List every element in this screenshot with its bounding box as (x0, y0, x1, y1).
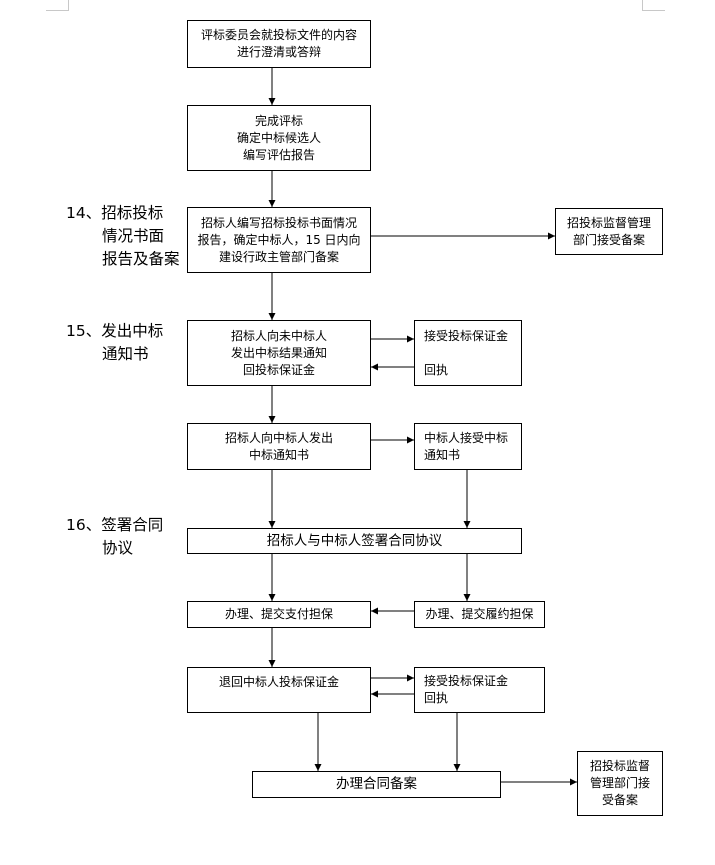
step-label-line: 协议 (102, 539, 134, 557)
step-label-line: 15、发出中标 (66, 322, 164, 340)
box-payment-guarantee: 办理、提交支付担保 (187, 601, 371, 628)
step-label-14: 14、招标投标 情况书面 报告及备案 (66, 202, 180, 271)
box-text-line: 进行澄清或答辩 (236, 45, 321, 59)
box-notify-losing-bidders: 招标人向未中标人 发出中标结果通知 回投标保证金 (187, 320, 371, 386)
step-label-line: 16、签署合同 (66, 516, 164, 534)
box-notify-winning-bidder: 招标人向中标人发出 中标通知书 (187, 423, 371, 470)
box-text-line: 发出中标结果通知 (230, 345, 327, 360)
box-text-line: 中标人接受中标 (424, 430, 509, 445)
box-performance-guarantee: 办理、提交履约担保 (414, 601, 545, 628)
box-text-line: 确定中标候选人 (236, 130, 321, 145)
box-text-line: 通知书 (424, 447, 461, 462)
step-label-15: 15、发出中标 通知书 (66, 320, 163, 366)
page-corner-mark-right (642, 0, 665, 11)
box-text-line: 办理、提交支付担保 (224, 607, 333, 621)
step-label-line: 通知书 (102, 345, 149, 363)
box-winner-accepts-notice: 中标人接受中标 通知书 (414, 423, 522, 470)
box-text-line: 招投标监督管理 (566, 215, 651, 230)
box-text-line: 回执 (424, 691, 449, 705)
box-refund-winner-deposit: 退回中标人投标保证金 (187, 667, 371, 713)
box-text-line: 回执 (424, 362, 449, 377)
box-text-line: 招标人向中标人发出 (224, 430, 333, 445)
box-text-line: 接受投标保证金 (424, 674, 509, 688)
box-text-line: 受备案 (601, 793, 638, 807)
box-text-line: 招标人与中标人签署合同协议 (266, 532, 443, 549)
box-text-line: 中标通知书 (248, 447, 309, 462)
box-sign-contract: 招标人与中标人签署合同协议 (187, 528, 522, 554)
box-text-line: 招投标监督 (589, 759, 650, 773)
box-accept-deposit-receipt-1: 接受投标保证金 回执 (414, 320, 522, 386)
box-text-line: 回投标保证金 (242, 362, 315, 377)
box-text-line: 部门接受备案 (572, 232, 645, 247)
box-text-line: 评标委员会就投标文件的内容 (200, 28, 357, 42)
box-text-line: 报告，确定中标人，15 日内向 (197, 232, 361, 247)
box-text-line: 办理合同备案 (336, 776, 417, 792)
box-complete-evaluation: 完成评标 确定中标候选人 编写评估报告 (187, 105, 371, 171)
box-supervision-filing-1: 招投标监督管理 部门接受备案 (555, 208, 663, 255)
box-bid-report: 招标人编写招标投标书面情况 报告，确定中标人，15 日内向 建设行政主管部门备案 (187, 207, 371, 273)
box-clarify-bids: 评标委员会就投标文件的内容 进行澄清或答辩 (187, 20, 371, 68)
page-corner-mark-left (46, 0, 69, 11)
step-label-line: 14、招标投标 (66, 204, 164, 222)
box-accept-deposit-receipt-2: 接受投标保证金 回执 (414, 667, 545, 713)
box-text-line: 编写评估报告 (242, 147, 315, 162)
box-text-line: 招标人向未中标人 (230, 328, 327, 343)
step-label-line: 报告及备案 (102, 250, 180, 268)
box-text-line: 退回中标人投标保证金 (218, 675, 339, 689)
step-label-line: 情况书面 (102, 227, 165, 245)
box-text-line: 办理、提交履约担保 (425, 607, 534, 621)
box-contract-filing: 办理合同备案 (252, 771, 501, 798)
box-text-line: 管理部门接 (589, 776, 650, 790)
box-text-line: 接受投标保证金 (424, 328, 509, 343)
step-label-16: 16、签署合同 协议 (66, 514, 163, 560)
box-text-line: 完成评标 (254, 113, 303, 128)
box-text-line: 建设行政主管部门备案 (218, 249, 339, 264)
box-text-line: 招标人编写招标投标书面情况 (200, 215, 357, 230)
box-supervision-filing-2: 招投标监督 管理部门接 受备案 (577, 751, 663, 816)
